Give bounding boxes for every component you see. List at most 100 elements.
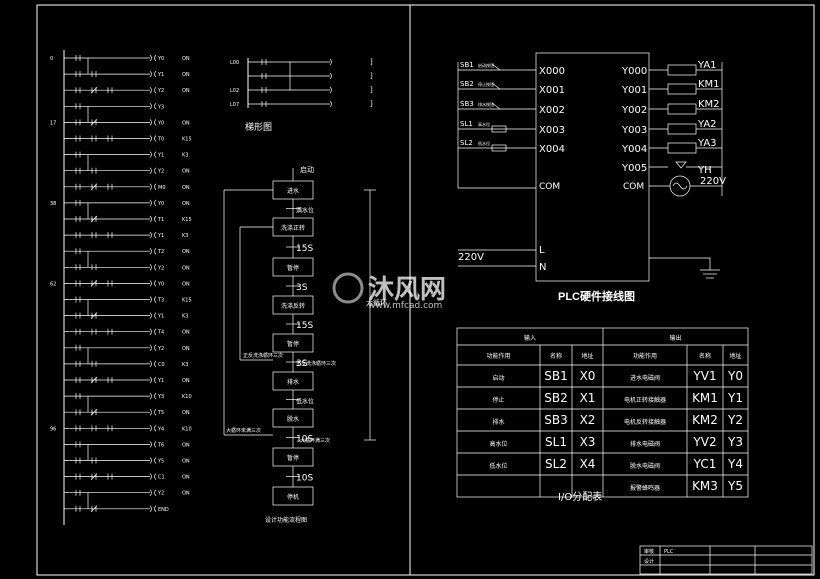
table-cell: Y4 [727,457,743,471]
table-cell: SB1 [544,369,567,383]
table-cell: X2 [580,413,596,427]
rung-parameter: K3 [182,362,188,368]
loop-label-c: 大循环满三次 [300,437,330,444]
coil [329,100,332,108]
table-cell: X0 [580,369,596,383]
coil [149,167,157,174]
coil [149,199,157,207]
input-port: X001 [539,85,565,96]
table-cell: Y0 [727,369,743,383]
input-port: X004 [539,144,565,155]
table-cell: KM3 [692,479,718,493]
coil-label: Y0 [157,201,164,207]
coil-label: T1 [157,217,164,223]
table-cell: 高水位 [489,440,507,448]
small-step: L00 [230,60,239,66]
table-cell: KM2 [692,413,718,427]
table-cell: X1 [580,391,596,405]
step-number: 17 [50,120,56,126]
step-number: 38 [50,201,56,207]
titleblock-a: 审核 [644,548,654,555]
input-desc: 高水位 [478,121,490,127]
output-port: Y002 [621,105,647,116]
table-cell: 报警蜂鸣器 [630,484,660,492]
small-ladder-title: 梯形图 [245,121,272,133]
table-head-in: 输入 [524,334,536,342]
l-label: L [539,245,545,256]
table-cell: KM1 [692,391,718,405]
small-step: L02 [230,88,239,94]
coil [329,58,332,66]
table-col-header: 名称 [550,352,562,360]
input-name: SB1 [460,61,474,69]
flow-step-label: 停机 [287,493,299,501]
coil-label: T3 [157,298,164,304]
ac-out-label: 220V [700,176,726,187]
ladder-rung: Y5 ON [64,444,190,465]
coil [149,215,157,223]
load-coil-icon [667,123,697,135]
watermark: 沐风网 www.mfcad.com [332,272,446,311]
loop-label-b: 大循环未满三次 [226,427,261,434]
coil-label: Y2 [157,88,164,94]
button-icon [491,102,501,110]
coil [149,344,157,352]
flow-transition-label: 15S [296,321,313,331]
coil [149,312,157,319]
level-switch-icon [491,125,507,133]
input-name: SL2 [460,139,473,147]
coil [149,135,157,142]
rung-parameter: K15 [182,137,192,143]
coil-label: END [158,507,169,513]
contact-nc [90,473,98,480]
rung-parameter: K3 [182,153,188,159]
table-cell: X4 [580,457,596,471]
table-col-header: 功能作用 [486,352,510,360]
rung-parameter: K3 [182,233,188,239]
flow-title: 设计功能流程图 [265,516,307,524]
load-label: KM2 [698,99,720,110]
output-port: Y005 [621,163,647,174]
table-cell: 电机反转接触器 [624,418,666,426]
step-number: 62 [50,281,56,287]
input-port: X002 [539,105,565,116]
contact-nc [90,183,98,191]
titleblock-b: 设计 [644,558,654,565]
load-label: YA2 [697,119,717,130]
coil-label: Y1 [157,72,164,78]
ladder-rung: Y3 [64,103,164,110]
flow-transition-label: 低水位 [296,398,314,406]
coil-label: Y3 [157,104,164,110]
table-cell: 脱水电磁阀 [630,462,660,470]
rung-parameter: ON [182,265,190,271]
coil [149,457,157,464]
coil [149,296,157,303]
rung-parameter: ON [182,120,190,126]
table-cell: Y1 [727,391,743,405]
table-cell: X3 [580,435,596,449]
sheet-border [36,4,815,576]
small-end: ] [370,58,373,66]
step-number: 96 [50,426,56,432]
coil [149,231,157,239]
coil-label: Y5 [157,459,164,465]
rung-parameter: ON [182,410,190,416]
coil [149,280,157,287]
button-icon [491,82,501,90]
rung-parameter: ON [182,185,190,191]
coil-label: Y0 [157,281,164,287]
coil-label: Y1 [157,233,164,239]
flow-step-label: 洗涤正转 [281,224,305,232]
title-block: 审核 设计 PLC [639,545,813,575]
rung-parameter: ON [182,442,190,448]
input-port: X000 [539,66,565,77]
load-label: YH [697,165,712,176]
n-label: N [539,262,546,273]
